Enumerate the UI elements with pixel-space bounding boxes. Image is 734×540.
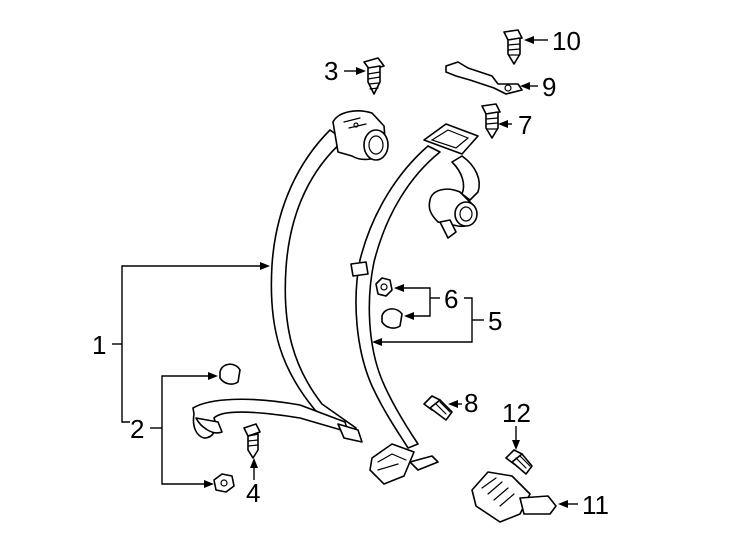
- bracket-part-9: [445, 61, 523, 95]
- callout-7: 7: [518, 110, 532, 140]
- bolt-part-8: [423, 395, 453, 421]
- bolt-part-10: [503, 29, 523, 65]
- callout-6: 6: [444, 284, 458, 314]
- callout-1: 1: [92, 330, 106, 360]
- callout-8: 8: [464, 388, 478, 418]
- belt-assembly-center: [350, 123, 480, 485]
- callout-5: 5: [488, 306, 502, 336]
- leader-lines: [112, 36, 578, 508]
- callout-11: 11: [582, 490, 609, 520]
- bolt-part-3: [363, 57, 385, 95]
- bolt-part-7: [481, 103, 501, 139]
- callout-9: 9: [542, 72, 556, 102]
- nut-part-2: [213, 473, 235, 493]
- bolt-part-4: [243, 423, 261, 459]
- callout-3: 3: [324, 56, 338, 86]
- cap-part-2: [219, 363, 241, 385]
- nut-part-6: [375, 277, 393, 297]
- bolt-part-12: [505, 449, 533, 475]
- callout-2: 2: [130, 414, 144, 444]
- cap-part-6: [381, 308, 403, 329]
- belt-assembly-left: [192, 110, 389, 443]
- buckle-part-11: [471, 471, 557, 523]
- callout-4: 4: [246, 478, 260, 508]
- callout-12: 12: [502, 398, 531, 428]
- callout-10: 10: [552, 26, 581, 56]
